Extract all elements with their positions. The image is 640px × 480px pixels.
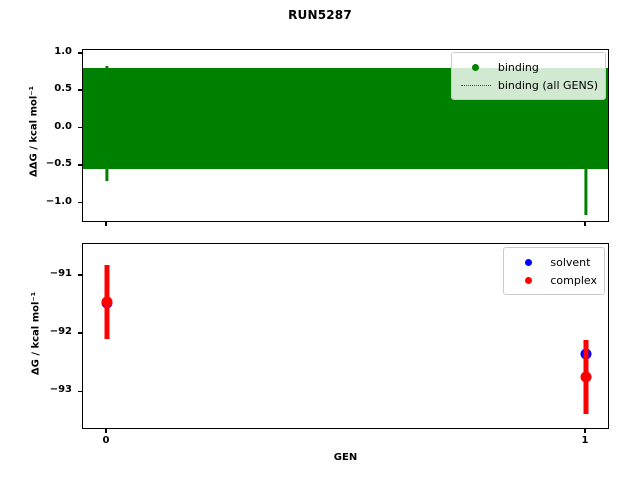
legend-entry: solvent [510, 253, 597, 271]
x-axis-label: GEN [333, 452, 358, 463]
legend-entry: binding (all GENS) [458, 76, 598, 94]
dot-icon [524, 258, 532, 266]
legend-marker-icon [458, 84, 494, 86]
bottom-y-axis-label: ΔG / kcal mol⁻¹ [30, 291, 42, 376]
x-tick-label: 1 [581, 435, 589, 446]
top-y-tick-mark [77, 52, 82, 54]
bottom-plot-legend: solvent complex [503, 247, 605, 295]
chart-title: RUN5287 [288, 8, 352, 22]
dot-icon [472, 63, 480, 71]
bottom-subplot-axes: solvent complex [82, 243, 609, 429]
x-tick-label: 0 [102, 435, 110, 446]
top-y-tick-mark [77, 89, 82, 91]
x-tick-mark [584, 222, 586, 226]
bottom-y-tick-mark [77, 274, 82, 276]
bottom-y-tick-label: −93 [49, 384, 72, 396]
top-y-axis-label: ΔΔG / kcal mol⁻¹ [28, 86, 40, 177]
top-y-tick-mark [77, 126, 82, 129]
top-y-tick-label: 0.0 [54, 120, 72, 132]
top-subplot-axes: binding binding (all GENS) [82, 49, 609, 222]
x-tick-mark [584, 429, 586, 433]
data-point-marker [580, 371, 592, 383]
bottom-y-tick-mark [77, 390, 82, 393]
legend-marker-icon [458, 63, 494, 71]
bottom-y-tick-label: −91 [49, 267, 72, 279]
dot-icon [524, 276, 532, 284]
top-y-tick-label: 0.5 [54, 83, 72, 95]
error-bar [584, 157, 588, 215]
top-y-tick-label: −0.5 [45, 158, 72, 170]
dotted-line-icon [460, 84, 491, 86]
bottom-y-tick-label: −92 [49, 326, 72, 338]
legend-marker-icon [510, 258, 546, 266]
legend-label: binding (all GENS) [497, 78, 598, 92]
top-y-tick-label: 1.0 [54, 45, 72, 57]
top-y-tick-mark [77, 201, 82, 204]
x-tick-mark [105, 429, 107, 433]
legend-label: complex [550, 273, 597, 287]
legend-label: solvent [550, 255, 591, 269]
top-y-tick-label: −1.0 [45, 195, 72, 207]
legend-entry: complex [510, 271, 597, 289]
top-y-tick-mark [77, 164, 82, 166]
legend-marker-icon [510, 276, 546, 284]
bottom-y-tick-mark [77, 332, 82, 334]
data-point-marker [101, 296, 113, 308]
x-tick-mark [105, 222, 107, 226]
top-plot-legend: binding binding (all GENS) [450, 52, 606, 100]
legend-entry: binding [458, 58, 598, 76]
legend-label: binding [497, 60, 539, 74]
